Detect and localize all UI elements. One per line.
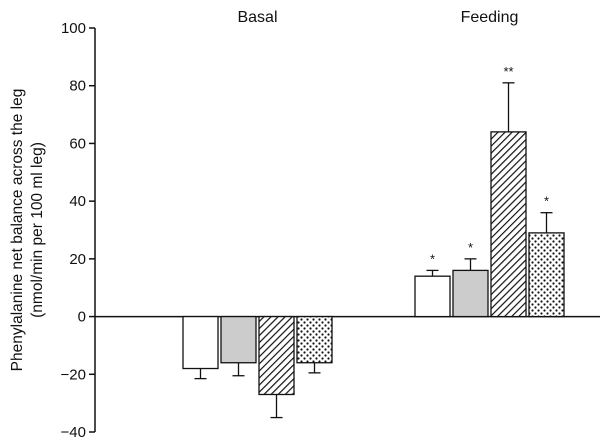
significance-marker: *: [544, 194, 549, 209]
category-label: Feeding: [461, 9, 519, 26]
bar: [296, 315, 333, 364]
significance-marker: **: [503, 64, 513, 79]
category-label: Basal: [237, 9, 277, 26]
bars: *****: [182, 64, 565, 419]
bar: [414, 275, 451, 318]
y-axis-title-line-2: (nmol/min per 100 ml leg): [29, 142, 46, 318]
y-tick-label: 20: [69, 251, 86, 268]
y-axis-title-line-1: Phenylalanine net balance across the leg: [9, 89, 26, 372]
y-tick-label: 0: [78, 309, 86, 326]
y-tick-label: 80: [69, 78, 86, 95]
y-axis-title: Phenylalanine net balance across the leg…: [9, 89, 46, 372]
bar: [182, 315, 219, 370]
significance-marker: *: [430, 251, 435, 266]
bar: [258, 315, 295, 396]
y-axis: 100 80 60 40 20 0 −20 −40: [61, 20, 96, 441]
bar: [220, 315, 257, 364]
bar: [452, 269, 489, 318]
significance-marker: *: [468, 240, 473, 255]
y-tick-label: 40: [69, 193, 86, 210]
group-labels: Basal Feeding: [237, 9, 518, 26]
y-tick-label: −20: [61, 366, 86, 383]
bar: [528, 232, 565, 318]
bar: [490, 131, 527, 318]
y-tick-label: 100: [61, 20, 86, 37]
y-tick-label: −40: [61, 424, 86, 441]
y-tick-label: 60: [69, 135, 86, 152]
